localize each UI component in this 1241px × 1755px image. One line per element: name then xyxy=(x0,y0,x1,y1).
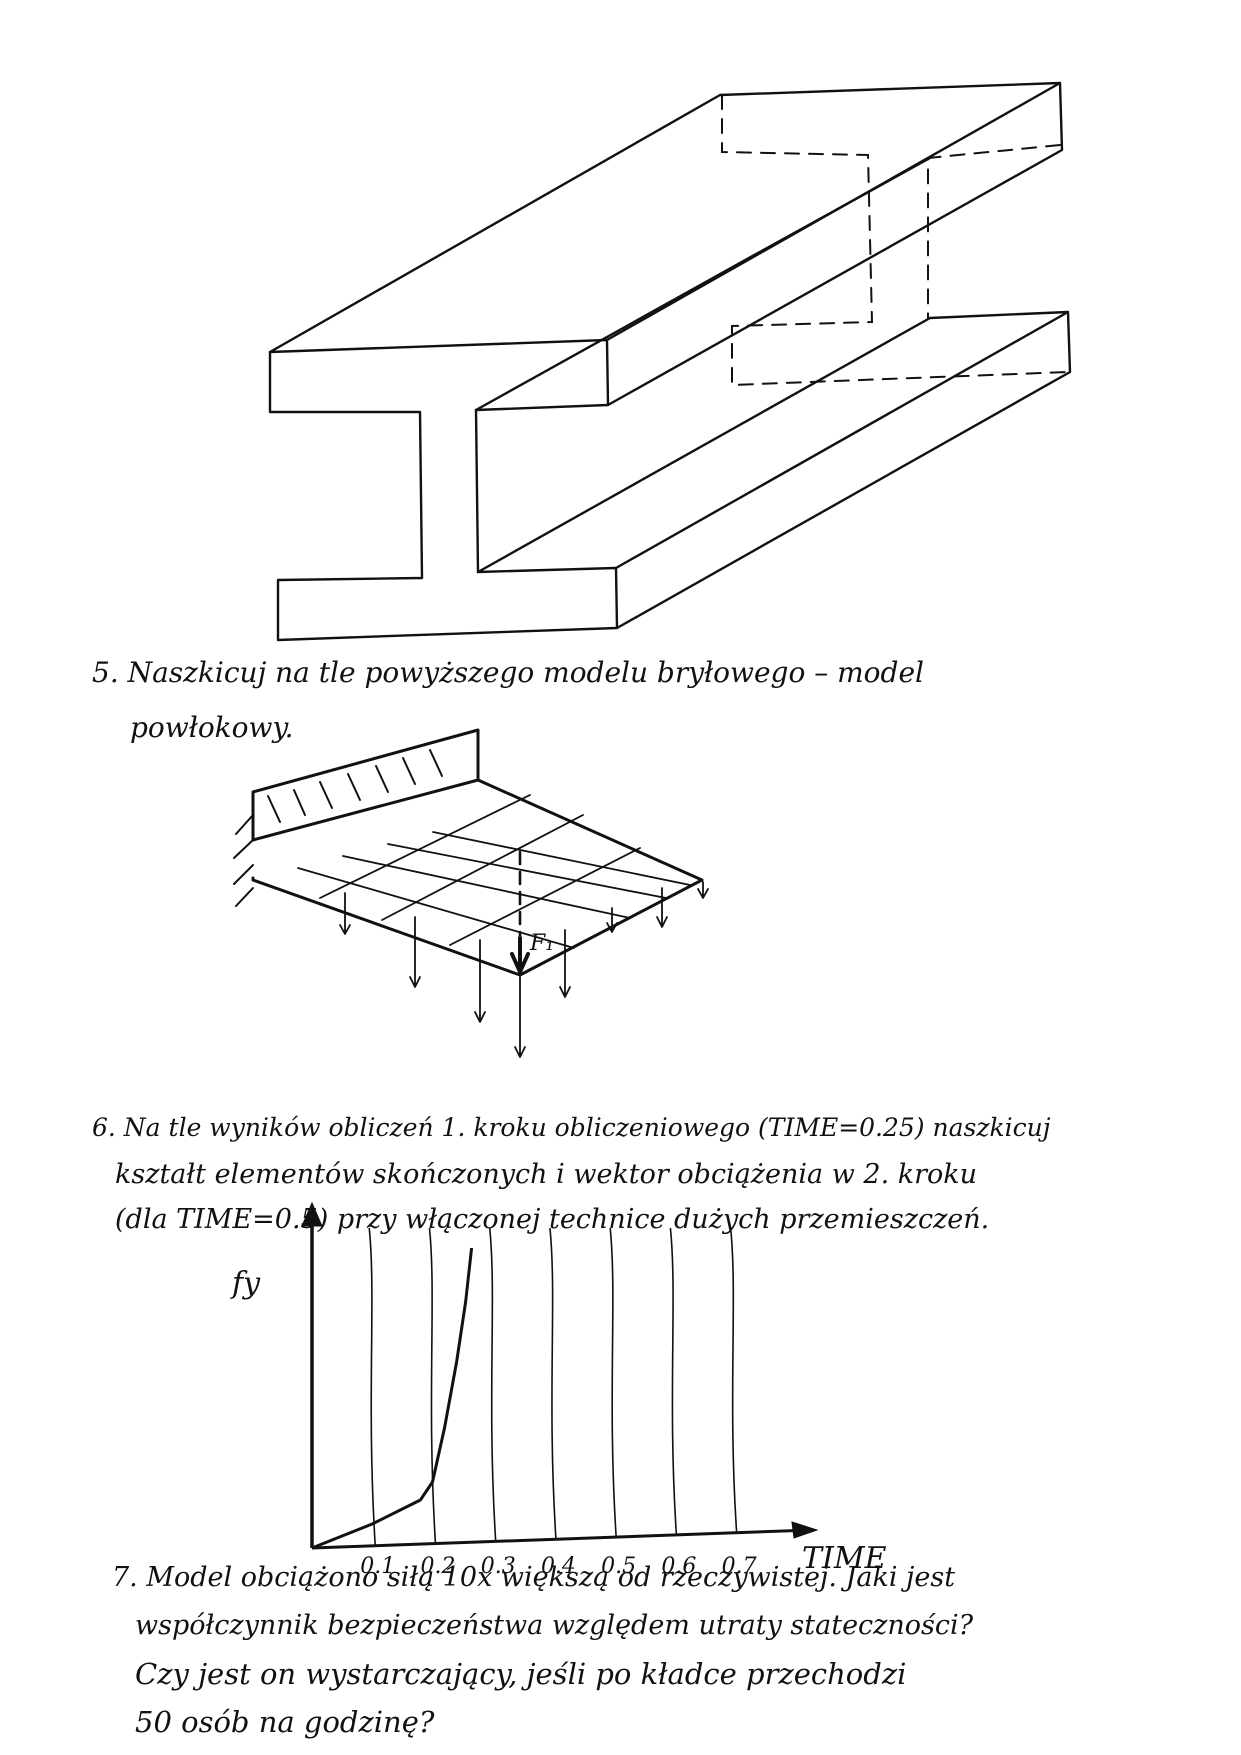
i-beam-web-edge xyxy=(474,156,932,412)
question-7-line-4: 50 osób na godzinę? xyxy=(135,1705,435,1739)
force-f1-head xyxy=(510,936,530,974)
force-f1-label: F₁ xyxy=(529,931,554,956)
i-beam-solid-sketch xyxy=(268,81,1072,642)
question-6-line-3: (dla TIME=0.5) przy włączonej technice d… xyxy=(115,1204,990,1235)
question-6-line-1: 6. Na tle wyników obliczeń 1. kroku obli… xyxy=(92,1113,1051,1142)
question-7-line-3: Czy jest on wystarczający, jeśli po kład… xyxy=(135,1657,907,1691)
clamp-hatching xyxy=(233,749,443,907)
plate-outline xyxy=(251,778,704,977)
i-beam-top-flange xyxy=(268,81,1064,407)
load-arrows xyxy=(339,881,709,1058)
plate-mesh xyxy=(297,794,691,949)
clamped-wall xyxy=(251,728,480,842)
i-beam-front-section xyxy=(268,338,619,642)
question-5-line-1: 5. Naszkicuj na tle powyższego modelu br… xyxy=(92,656,924,689)
question-7-line-2: współczynnik bezpieczeństwa względem utr… xyxy=(135,1610,974,1641)
i-beam-hidden-edges xyxy=(721,94,1069,387)
question-7-line-1: 7. Model obciążono siłą 10x większą od r… xyxy=(112,1562,956,1593)
cantilever-plate-sketch xyxy=(233,728,709,1058)
i-beam-bottom-flange xyxy=(476,310,1072,630)
question-6-line-2: kształt elementów skończonych i wektor o… xyxy=(115,1159,978,1190)
question-5-line-2: powłokowy. xyxy=(130,711,294,744)
